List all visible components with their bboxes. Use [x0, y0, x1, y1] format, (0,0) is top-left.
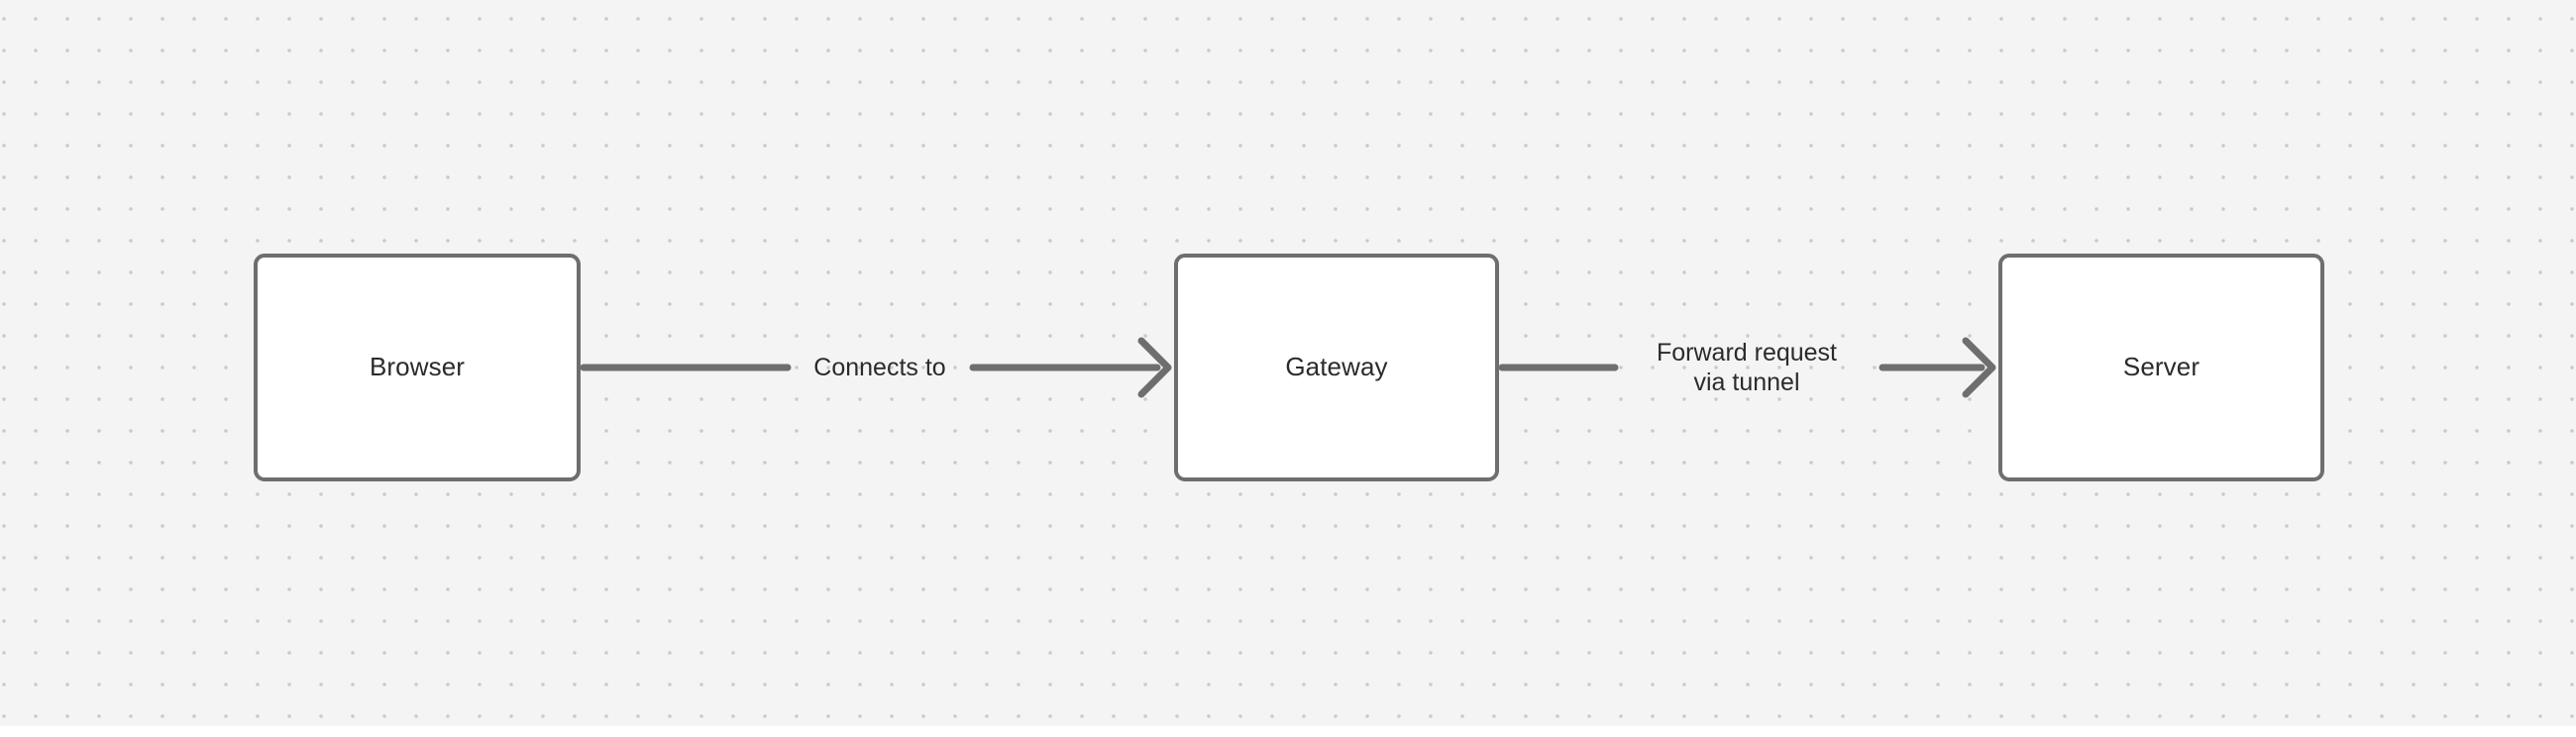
edge-label-gateway-to-server: Forward request via tunnel — [1656, 339, 1838, 396]
node-gateway[interactable]: Gateway — [1174, 254, 1499, 481]
node-browser[interactable]: Browser — [254, 254, 581, 481]
canvas-bottom-strip — [0, 726, 2576, 737]
edge-label-browser-to-gateway: Connects to — [813, 354, 946, 381]
node-server[interactable]: Server — [1998, 254, 2324, 481]
node-gateway-label: Gateway — [1285, 352, 1388, 382]
node-browser-label: Browser — [369, 352, 466, 382]
node-server-label: Server — [2122, 352, 2200, 382]
